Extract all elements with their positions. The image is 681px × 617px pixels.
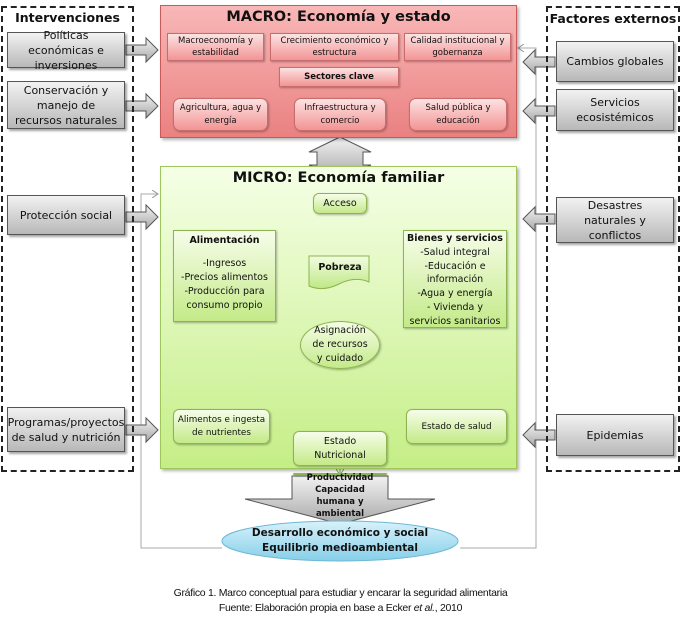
factor-cambios-globales[interactable]: Cambios globales <box>556 41 674 82</box>
bienes-title: Bienes y servicios <box>407 233 503 244</box>
outcome-capacidad: Capacidad humana y ambiental <box>315 485 365 519</box>
feedback-loop-right <box>460 48 537 549</box>
source-prefix: Fuente: Elaboración propia en base a Eck… <box>218 602 414 614</box>
outcome-desarrollo: Desarrollo económico y social <box>251 527 429 539</box>
sector-salud-publica[interactable]: Salud pública y educación <box>409 98 507 131</box>
alimentacion-line: -Producción para consumo propio <box>184 286 265 311</box>
node-estado-nutricional[interactable]: Estado Nutricional <box>293 431 387 466</box>
bienes-line: -Educación e información <box>424 260 486 286</box>
macro-crecimiento[interactable]: Crecimiento económico y estructura <box>270 33 399 61</box>
figure-source: Fuente: Elaboración propia en base a Eck… <box>0 601 681 615</box>
node-estado-salud[interactable]: Estado de salud <box>406 409 507 444</box>
macro-macroeconomia[interactable]: Macroeconomía y estabilidad <box>167 33 264 61</box>
alimentacion-title: Alimentación <box>189 235 260 246</box>
external-factors-title: Factores externos <box>549 10 677 26</box>
outcome-equilibrio: Equilibrio medioambiental <box>262 542 418 554</box>
macro-calidad-institucional[interactable]: Calidad institucional y gobernanza <box>404 33 511 61</box>
intervention-conservacion[interactable]: Conservación y manejo de recursos natura… <box>7 81 125 129</box>
bienes-line: -Agua y energía <box>417 288 493 300</box>
node-acceso[interactable]: Acceso <box>313 193 367 214</box>
factor-epidemias[interactable]: Epidemias <box>556 414 674 456</box>
factor-desastres[interactable]: Desastres naturales y conflictos <box>556 197 674 243</box>
source-etal: et al. <box>413 602 435 614</box>
factor-servicios-ecosistemicos[interactable]: Servicios ecosistémicos <box>556 89 674 131</box>
node-alimentos-ingesta[interactable]: Alimentos e ingesta de nutrientes <box>173 409 270 444</box>
spacer <box>293 473 387 475</box>
interventions-panel <box>1 6 134 472</box>
interventions-title: Intervenciones <box>15 9 120 25</box>
intervention-programas-salud[interactable]: Programas/proyectos de salud y nutrición <box>7 407 125 452</box>
outcome-down-arrow <box>244 475 436 525</box>
external-factors-panel <box>546 6 680 472</box>
right-arrows <box>522 48 556 449</box>
micro-title: MICRO: Economía familiar <box>232 170 445 186</box>
node-asignacion-recursos[interactable]: Asignación de recursos y cuidado <box>300 321 380 369</box>
intervention-politicas[interactable]: Políticas económicas e inversiones <box>7 29 125 72</box>
alimentacion-line: -Precios alimentos <box>181 272 268 283</box>
outcome-productividad: Productividad <box>306 473 374 483</box>
bienes-line: - Vivienda y servicios sanitarios <box>409 301 501 327</box>
sector-agricultura[interactable]: Agricultura, agua y energía <box>173 98 268 131</box>
outcome-ellipse <box>221 520 459 562</box>
feedback-loop-left <box>140 194 222 549</box>
figure-caption: Gráfico 1. Marco conceptual para estudia… <box>173 587 508 599</box>
macro-sectores-clave[interactable]: Sectores clave <box>279 67 399 87</box>
node-alimentacion[interactable]: Alimentación -Ingresos -Precios alimento… <box>173 230 276 322</box>
source-suffix: , 2010 <box>434 602 463 614</box>
intervention-proteccion-social[interactable]: Protección social <box>7 195 125 235</box>
node-bienes-servicios[interactable]: Bienes y servicios -Salud integral -Educ… <box>403 230 507 328</box>
bienes-line: -Salud integral <box>420 246 490 258</box>
outcome-arrow-label: Productividad Capacidad humana y ambient… <box>285 473 395 519</box>
node-pobreza[interactable]: Pobreza <box>318 261 362 273</box>
left-arrows <box>125 36 159 444</box>
alimentacion-line: -Ingresos <box>202 258 247 269</box>
outcome-ellipse-label: Desarrollo económico y social Equilibrio… <box>222 523 458 559</box>
pobreza-shape <box>308 255 370 290</box>
sector-infraestructura[interactable]: Infraestructura y comercio <box>294 98 386 131</box>
macro-title: MACRO: Economía y estado <box>226 9 451 25</box>
